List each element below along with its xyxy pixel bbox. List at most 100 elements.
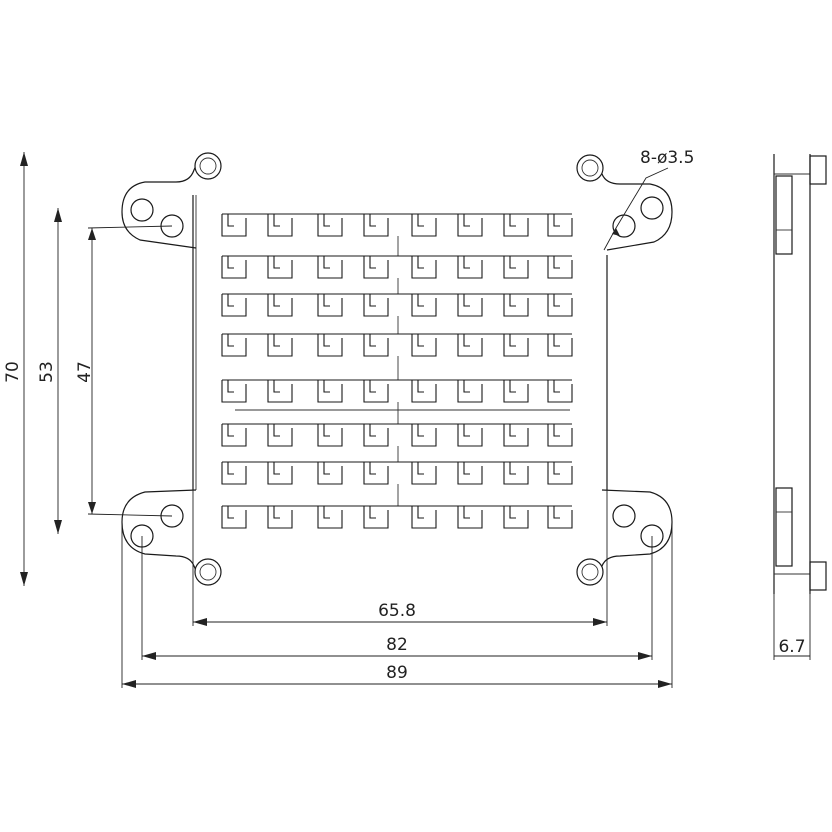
cell-grid [221,213,573,529]
grid-cell [457,424,483,447]
dim-thk-label: 6.7 [778,637,805,657]
grid-cell [547,424,573,447]
grid-cell [363,506,389,529]
hole-callout-arrow [612,228,620,236]
ext-47-top [87,225,173,229]
dim-47-arrow-bottom [88,502,96,514]
dim-82-arrow-left [142,652,156,660]
grid-cell [503,334,529,357]
dim-89-arrow-right [658,680,672,688]
grid-cell [457,506,483,529]
grid-cell [457,380,483,403]
grid-cell [457,214,483,237]
grid-cell [363,424,389,447]
hole-top-left-outer [194,152,222,180]
grid-cell [411,506,437,529]
grid-cell [267,380,293,403]
grid-cell [411,214,437,237]
grid-cell [547,256,573,279]
dim-47-arrow-top [88,228,96,240]
grid-cell [221,462,247,485]
grid-cell [363,462,389,485]
grid-cell [503,380,529,403]
vertical-dimensions: 70 53 47 [3,152,173,586]
grid-cell [503,256,529,279]
grid-cell [411,256,437,279]
hole-bottom-left-inner [199,563,217,581]
hole-bottom-right-outer [576,558,604,586]
side-lower-block [775,487,793,567]
hole-callout-leader [603,167,669,251]
side-upper-block [775,175,793,255]
grid-cell [267,506,293,529]
grid-cell [503,462,529,485]
dim-47-label: 47 [75,361,95,383]
grid-cell [547,214,573,237]
grid-cell [503,294,529,317]
dim-89-arrow-left [122,680,136,688]
grid-cell [547,506,573,529]
grid-cell [457,256,483,279]
dim-82-label: 82 [386,635,408,655]
dim-70-arrow-bottom [20,572,28,586]
grid-cell [503,214,529,237]
grid-cell [547,380,573,403]
dim-82-arrow-right [638,652,652,660]
grid-cell [457,462,483,485]
grid-cell [363,294,389,317]
hole-top-right-outer [576,154,604,182]
grid-cell [547,462,573,485]
dim-53-arrow-top [54,208,62,222]
dim-89-label: 89 [386,663,408,683]
side-bottom-tab [809,561,827,591]
grid-cell [411,462,437,485]
grid-cell [317,462,343,485]
grid-cell [547,334,573,357]
grid-cell [221,424,247,447]
dim-65-arrow-left [193,618,207,626]
dim-65-arrow-right [593,618,607,626]
grid-cell [267,424,293,447]
grid-cell [503,424,529,447]
hole-callout-label: 8-ø3.5 [640,148,694,168]
hole-ear-tl-1 [130,198,154,222]
hole-bottom-left-outer [194,558,222,586]
grid-cell [503,506,529,529]
grid-cell [363,214,389,237]
hole-top-left-inner [199,157,217,175]
dim-70-label: 70 [3,361,23,383]
ext-47-bottom [87,513,173,517]
dim-53-label: 53 [37,361,57,383]
grid-cell [363,380,389,403]
grid-cell [221,256,247,279]
grid-cell [411,424,437,447]
grid-cell [411,334,437,357]
grid-cell [267,214,293,237]
grid-cell [221,506,247,529]
grid-cell [317,214,343,237]
grid-cell [267,334,293,357]
hole-ear-tr-1 [640,196,664,220]
horizontal-dimensions: 65.8 82 89 [121,490,673,688]
hole-ear-br-1 [612,504,636,528]
dim-70-arrow-top [20,152,28,166]
dim-53-arrow-bottom [54,520,62,534]
grid-cell [221,294,247,317]
grid-cell [221,380,247,403]
grid-cell [267,462,293,485]
grid-cell [317,506,343,529]
grid-cell [317,380,343,403]
front-view: 8-ø3.5 [121,148,694,586]
side-view: 6.7 [773,154,827,660]
grid-cell [221,334,247,357]
dim-65-label: 65.8 [378,601,416,621]
grid-cell [317,334,343,357]
mounting-holes [130,152,664,586]
grid-cell [457,294,483,317]
grid-cell [221,214,247,237]
grid-cell [547,294,573,317]
hole-bottom-right-inner [581,563,599,581]
grid-cell [317,294,343,317]
grid-cell [363,334,389,357]
